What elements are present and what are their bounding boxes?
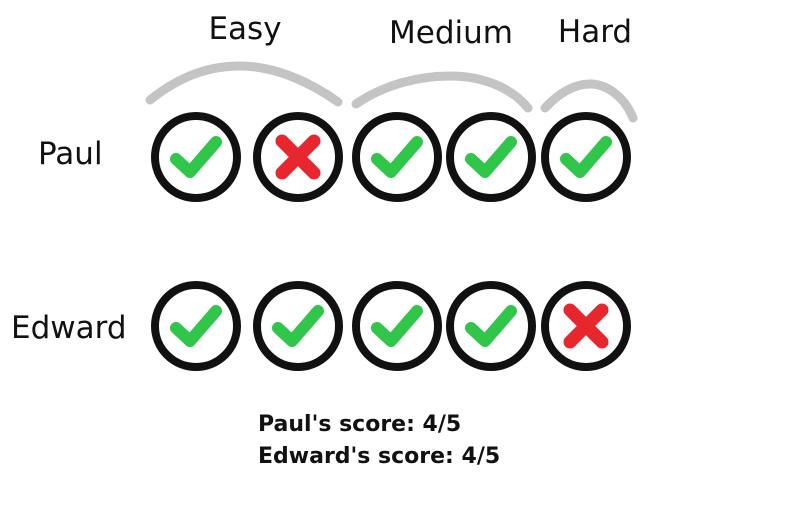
row-name-paul: Paul: [38, 136, 103, 172]
group-label-easy: Easy: [208, 11, 282, 47]
check-mark-icon: [541, 112, 631, 202]
cross-stroke: [563, 303, 609, 349]
mark-paul-q1: [149, 110, 243, 204]
mark-paul-q2: [251, 110, 345, 204]
mark-edward-q4: [444, 279, 538, 373]
mark-paul-q4: [444, 110, 538, 204]
group-label-hard: Hard: [557, 14, 633, 50]
check-stroke: [272, 305, 324, 347]
cross-stroke: [275, 134, 321, 180]
mark-edward-q3: [350, 279, 444, 373]
check-stroke: [371, 305, 423, 347]
medium-bracket: [351, 71, 533, 113]
check-stroke: [170, 305, 222, 347]
mark-paul-q5: [539, 110, 633, 204]
score-edward: Edward's score: 4/5: [258, 443, 501, 469]
mark-edward-q1: [149, 279, 243, 373]
group-label-medium: Medium: [389, 15, 513, 51]
check-mark-icon: [446, 112, 536, 202]
check-stroke: [371, 136, 423, 178]
check-mark-icon: [352, 281, 442, 371]
mark-edward-q2: [251, 279, 345, 373]
cross-mark-icon: [541, 281, 631, 371]
check-stroke: [170, 136, 222, 178]
check-stroke: [465, 305, 517, 347]
check-mark-icon: [151, 112, 241, 202]
check-mark-icon: [352, 112, 442, 202]
check-mark-icon: [253, 281, 343, 371]
cross-mark-icon: [253, 112, 343, 202]
mark-edward-q5: [539, 279, 633, 373]
mark-paul-q3: [350, 110, 444, 204]
easy-bracket: [145, 61, 343, 107]
row-name-edward: Edward: [11, 310, 127, 346]
check-mark-icon: [446, 281, 536, 371]
score-paul: Paul's score: 4/5: [258, 412, 462, 437]
check-mark-icon: [151, 281, 241, 371]
scores: Paul's score: 4/5 Edward's score: 4/5: [258, 409, 500, 473]
check-stroke: [465, 136, 517, 178]
check-stroke: [560, 136, 612, 178]
